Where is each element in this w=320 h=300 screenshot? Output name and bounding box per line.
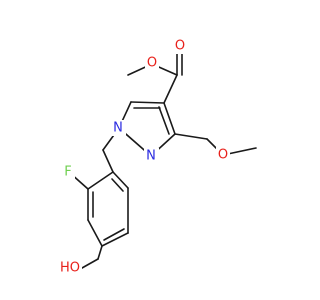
bond-benz-6-1 xyxy=(112,171,129,189)
molecule-diagram: O O N N O F HO xyxy=(58,38,257,276)
atom-ho: HO xyxy=(58,260,82,276)
bond-benz-ch2oh xyxy=(97,245,103,260)
atom-n1: N xyxy=(111,120,126,136)
bond-benz-1-2 xyxy=(87,171,114,190)
atom-label-o: O xyxy=(218,148,228,163)
atom-o-methyl-ester: O xyxy=(145,55,159,71)
bond-carbonyl-c-ring xyxy=(163,74,178,104)
atom-labels: O O N N O F HO xyxy=(58,38,230,276)
atom-n2: N xyxy=(144,148,159,164)
bond-ch2-oh xyxy=(81,258,99,269)
atom-o-ether: O xyxy=(216,147,230,163)
bond-benz-4-5 xyxy=(101,232,129,247)
atom-f: F xyxy=(62,164,75,180)
bond-c4-c3 xyxy=(163,102,176,135)
atom-label-f: F xyxy=(64,165,71,180)
atom-o-carbonyl: O xyxy=(173,38,187,54)
bond-c3-ch2 xyxy=(174,133,208,140)
bond-c5-c4 xyxy=(130,101,165,104)
bond-ch2-ring xyxy=(102,149,114,173)
bond-benz-6-1-double xyxy=(111,178,124,192)
bond-c4-c3-double xyxy=(158,106,170,135)
atom-label-n: N xyxy=(146,149,156,164)
bond-benz-4-5-double xyxy=(103,228,125,241)
atom-label-ho: HO xyxy=(60,261,80,276)
atom-label-o: O xyxy=(147,56,157,71)
bond-benz-3-4 xyxy=(87,219,103,247)
atom-label-n: N xyxy=(113,121,123,136)
atom-label-o: O xyxy=(175,39,185,54)
